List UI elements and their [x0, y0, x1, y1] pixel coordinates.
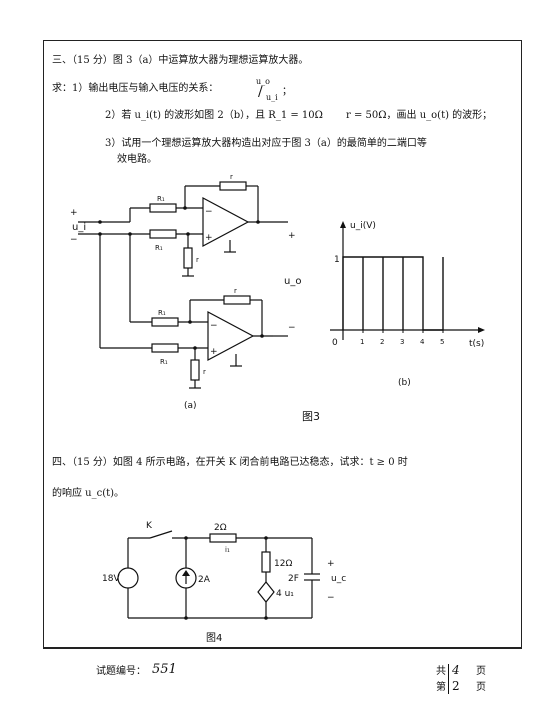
fig4-node [264, 616, 268, 620]
top-opamp-minus: − [205, 207, 213, 217]
x-tick-label: 5 [440, 338, 444, 346]
fig4-plus: + [327, 559, 335, 569]
x-tick-label: 4 [420, 338, 425, 346]
page-frame [43, 40, 522, 649]
x-axis-arrow [478, 327, 485, 333]
fig4-node [264, 536, 268, 540]
top-opamp-plus: + [205, 233, 213, 243]
fig3b-chart: 1 2 3 4 5 [330, 221, 485, 346]
footer-total: 4 [452, 663, 460, 677]
q3-item2-pre: 2）若 u_i(t) 的波形如图 2（b），且 R_1 = 10Ω [105, 110, 323, 121]
fig4-r2: 2Ω [214, 523, 227, 533]
q4-line2: 的响应 u_c(t)。 [52, 488, 125, 499]
fig3a-ui: u_i [72, 222, 86, 233]
fig4-caption: 图4 [206, 632, 222, 644]
fig3b-ticks: 1 2 3 4 5 [360, 330, 444, 346]
fig4-a2: 2A [198, 575, 211, 585]
bottom-opamp-minus: − [210, 321, 218, 331]
fig3-caption: 图3 [302, 410, 320, 423]
fig4-dep: 4 u₁ [276, 589, 294, 599]
q3-title: 三、（15 分）图 3（a）中运算放大器为理想运算放大器。 [52, 55, 309, 66]
footer-page-post: 页 [476, 682, 486, 693]
q3-item3-line1: 3）试用一个理想运算放大器构造出对应于图 3（a）的最简单的二端口等 [105, 138, 427, 149]
footer-total-post: 页 [476, 666, 486, 677]
fig4-node [184, 536, 188, 540]
bottom-opamp-plus: + [210, 347, 218, 357]
y-axis-arrow [340, 221, 346, 228]
fig4-uc: u_c [331, 574, 346, 584]
fig3a-nodes [98, 206, 264, 350]
fig3a-uo: u_o [284, 276, 301, 287]
fig4-r12: 12Ω [274, 559, 292, 569]
fig4-v18: 18V [102, 574, 120, 584]
footer-divider [448, 664, 449, 694]
q3-item3-line2: 效电路。 [117, 154, 157, 165]
fig4-minus: − [327, 593, 335, 603]
footer-label: 试题编号： [96, 666, 146, 677]
fig3a-caption: (a) [184, 401, 197, 411]
fig3a-r1: r [230, 173, 233, 181]
fig3a-plus: + [70, 208, 78, 218]
current-source-arrow [182, 570, 190, 576]
fig4-K: K [146, 521, 153, 531]
fig3b-xlabel: t(s) [469, 339, 484, 349]
fig3b-ylabel: u_i(V) [350, 221, 376, 231]
fig3a-R1d: R₁ [160, 358, 168, 366]
fig3a-r2: r [196, 256, 199, 264]
fig3a-R1c: R₁ [158, 309, 166, 317]
fig3a-minus-out: − [288, 323, 296, 333]
fig3a-circuit [78, 181, 288, 389]
q3-ratio-slash: / [258, 84, 263, 100]
x-tick-label: 3 [400, 338, 404, 346]
footer-page: 2 [452, 679, 460, 693]
q4-line1: 四、（15 分）如图 4 所示电路，在开关 K 闭合前电路已达稳态，试求：t ≥… [52, 457, 408, 468]
fig3a-r4: r [203, 368, 206, 376]
pulse-series-line [342, 256, 444, 331]
fig3a-r3: r [234, 287, 237, 295]
fig4-node [184, 616, 188, 620]
footer-page-pre: 第 [436, 682, 446, 693]
fig3a-plus-out: + [288, 231, 296, 241]
q3-ratio-end: ； [282, 86, 292, 97]
x-tick-label: 1 [360, 338, 364, 346]
footer-total-pre: 共 [436, 666, 446, 677]
fig4-circuit [117, 530, 320, 619]
fig3a-R1b: R₁ [155, 244, 163, 252]
fig4-cap: 2F [288, 574, 299, 584]
q3-item2-post: r = 50Ω，画出 u_o(t) 的波形； [346, 110, 493, 121]
fig3b-y1: 1 [334, 255, 340, 265]
x-tick-label: 2 [380, 338, 384, 346]
fig3b-origin: 0 [332, 338, 338, 348]
fig3b-caption: (b) [398, 378, 411, 388]
q3-ratio-den: u_i [266, 93, 278, 102]
fig4-i1: i₁ [225, 546, 230, 554]
footer-code: 551 [152, 662, 177, 677]
q3-ratio-num: u_o [256, 77, 270, 86]
q3-ask: 求：1）输出电压与输入电压的关系： [52, 83, 219, 94]
fig3b-waveform [342, 256, 444, 331]
fig3a-R1a: R₁ [157, 195, 165, 203]
fig3a-minus: − [70, 235, 78, 245]
